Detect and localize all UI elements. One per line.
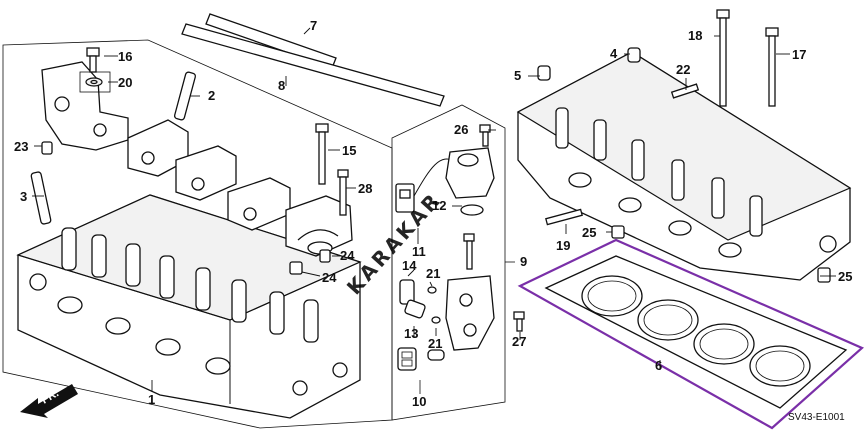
pin-2-part: [173, 71, 197, 121]
bolt-26-part: [479, 124, 491, 147]
drawing-code: SV43-E1001: [788, 412, 845, 423]
oring-12-part: [460, 204, 484, 216]
bolt-15-part: [315, 123, 329, 185]
callout-9: 9: [520, 254, 527, 269]
gasket-10b-part: [427, 349, 445, 361]
bolt-27-part: [513, 311, 525, 332]
callout-21b: 21: [428, 336, 442, 351]
callout-15: 15: [342, 143, 356, 158]
callout-21a: 21: [426, 266, 440, 281]
center-group-frame: [391, 104, 506, 421]
callout-26: 26: [454, 122, 468, 137]
dowel-24b-part: [289, 261, 303, 275]
callout-19: 19: [556, 238, 570, 253]
callout-3: 3: [20, 189, 27, 204]
bolt-28-part: [337, 169, 349, 216]
stud-19-part: [545, 208, 583, 226]
bolt-18-part: [716, 9, 730, 107]
cylinder-head-part: [16, 194, 362, 419]
switch-13-part: [404, 299, 426, 319]
dowel-25a-part: [611, 225, 625, 239]
bolt-17-part: [765, 27, 779, 107]
head-gasket-highlight: [517, 238, 865, 430]
rocker-assembly-3: [175, 145, 237, 201]
rocker-assembly-5: [285, 195, 353, 257]
oring-21b-part: [431, 316, 441, 324]
callout-10: 10: [412, 394, 426, 409]
dowel-23-part: [41, 141, 53, 155]
leader-lines: [32, 27, 836, 392]
callout-27: 27: [512, 334, 526, 349]
rocker-assembly-4: [227, 177, 291, 231]
callout-25b: 25: [838, 269, 852, 284]
callout-24a: 24: [340, 248, 355, 263]
plug-5-part: [537, 65, 551, 81]
gasket-10a-part: [397, 347, 417, 371]
callout-24b: 24: [322, 270, 337, 285]
callout-labels: 1 2 3 4 5 6 7 8 9 10 11 12 13 14 15 16 1…: [14, 18, 852, 409]
bolt-16-part: [86, 47, 100, 73]
callout-25a: 25: [582, 225, 596, 240]
spool-valve-9-part: [445, 275, 495, 351]
callout-7: 7: [310, 18, 317, 33]
pin-3-part: [30, 171, 52, 225]
callout-8: 8: [278, 78, 285, 93]
dowel-25b-part: [817, 267, 831, 283]
callout-18: 18: [688, 28, 702, 43]
callout-5: 5: [514, 68, 521, 83]
shaft-8-part: [181, 23, 445, 107]
bolt-9-part: [463, 233, 475, 270]
callout-2: 2: [208, 88, 215, 103]
callout-6: 6: [655, 358, 662, 373]
callout-1: 1: [148, 392, 155, 407]
callout-14: 14: [402, 258, 417, 273]
stud-22-part: [670, 83, 700, 99]
callout-17: 17: [792, 47, 806, 62]
head-gasket-6-part: [544, 255, 848, 409]
dowel-24a-part: [319, 249, 331, 263]
washer-20-part: [85, 77, 103, 87]
oring-21a-part: [427, 286, 437, 294]
callout-22: 22: [676, 62, 690, 77]
cylinder-head-assembly-part: [516, 51, 852, 281]
solenoid-sensor-11-part: [395, 158, 457, 213]
callout-4: 4: [610, 46, 618, 61]
rocker-assembly-1: [41, 61, 129, 151]
solenoid-valve-12-part: [445, 147, 495, 199]
callout-13: 13: [404, 326, 418, 341]
callout-20: 20: [118, 75, 132, 90]
callout-12: 12: [432, 198, 446, 213]
callout-23: 23: [14, 139, 28, 154]
callout-16: 16: [118, 49, 132, 64]
callout-28: 28: [358, 181, 372, 196]
callout-11: 11: [412, 244, 426, 259]
cap-4-part: [627, 47, 641, 63]
front-direction-arrow-icon: FR.: [20, 384, 78, 418]
